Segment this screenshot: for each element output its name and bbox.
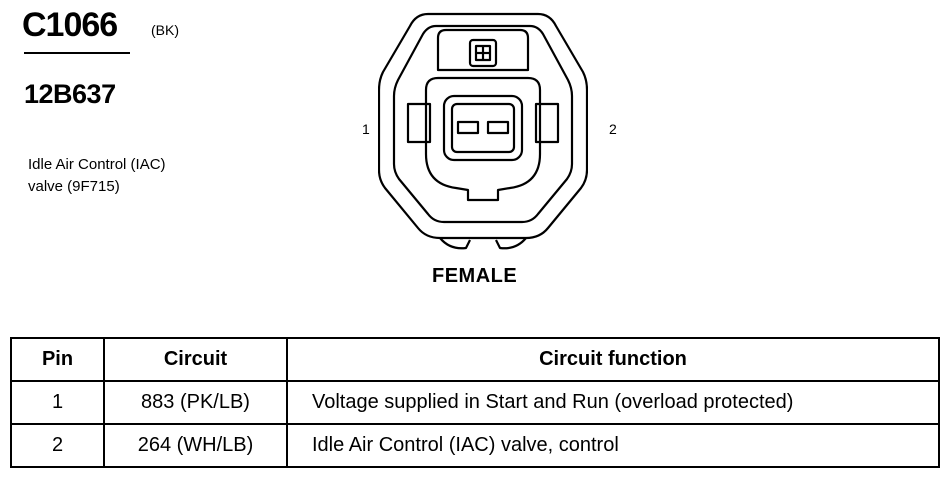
pin-table: Pin Circuit Circuit function 1 883 (PK/L… <box>10 337 940 468</box>
connector-color-code: (BK) <box>151 22 179 38</box>
terminal-slot-2 <box>486 120 510 135</box>
key-tab-left <box>406 102 432 144</box>
key-tab-right <box>534 102 560 144</box>
latch-outer <box>436 28 530 72</box>
title-underline <box>24 52 130 54</box>
table-header-row: Pin Circuit Circuit function <box>10 337 940 382</box>
circuit-function-cell: Idle Air Control (IAC) valve, control <box>286 423 940 468</box>
circuit-cell: 264 (WH/LB) <box>103 423 288 468</box>
pin-cell: 1 <box>10 380 105 425</box>
circuit-cell: 883 (PK/LB) <box>103 380 288 425</box>
terminal-slot-1 <box>456 120 480 135</box>
part-number: 12B637 <box>24 79 116 109</box>
latch-tab <box>468 38 498 68</box>
description-line: Idle Air Control (IAC) <box>28 156 166 173</box>
column-header-circuit: Circuit <box>103 337 288 382</box>
connector-foot <box>439 237 471 250</box>
column-header-circuit-function: Circuit function <box>286 337 940 382</box>
connector-id: C1066 <box>22 6 118 44</box>
connector-face-drawing <box>378 12 588 250</box>
connector-inner-outline <box>392 24 574 224</box>
connector-gender-label: FEMALE <box>432 265 518 287</box>
pin-label-2: 2 <box>609 121 617 137</box>
column-header-pin: Pin <box>10 337 105 382</box>
table-row: 1 883 (PK/LB) Voltage supplied in Start … <box>10 380 940 425</box>
pin-label-1: 1 <box>362 121 370 137</box>
component-description: Idle Air Control (IAC) valve (9F715) <box>28 154 166 198</box>
table-row: 2 264 (WH/LB) Idle Air Control (IAC) val… <box>10 423 940 468</box>
pin-cell: 2 <box>10 423 105 468</box>
connector-foot <box>495 237 527 250</box>
description-line: valve (9F715) <box>28 178 120 195</box>
plug-face <box>442 94 524 162</box>
circuit-function-cell: Voltage supplied in Start and Run (overl… <box>286 380 940 425</box>
terminal-cavity-body <box>424 76 542 202</box>
